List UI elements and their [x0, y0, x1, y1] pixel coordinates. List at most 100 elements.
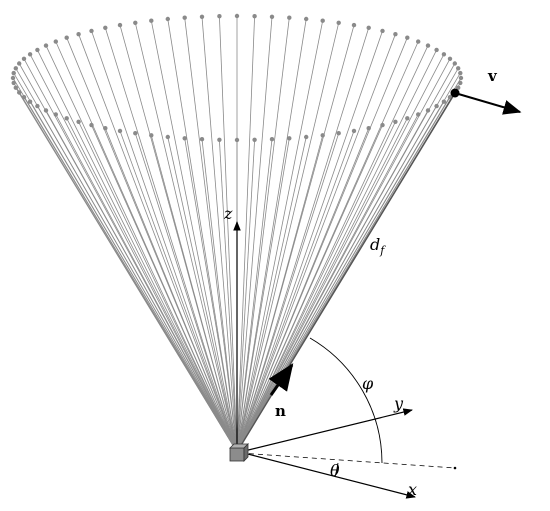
ray-line	[236, 54, 445, 453]
ray-line	[18, 63, 238, 453]
ray-endpoint-dot	[76, 32, 81, 37]
ray-line	[78, 121, 238, 453]
ray-line	[236, 17, 290, 453]
ray-endpoint-dot	[234, 13, 240, 19]
ray-endpoint-dot	[304, 16, 309, 22]
ray-line	[104, 27, 238, 453]
phi-arc	[309, 337, 383, 464]
ray-endpoint-dot	[351, 22, 357, 28]
ray-line	[236, 22, 340, 453]
ray-endpoint-dot	[64, 35, 69, 40]
ray-endpoint-dot	[217, 137, 222, 142]
ray-line	[78, 34, 238, 453]
ray-line	[201, 16, 238, 453]
ray-line	[55, 41, 238, 453]
ray-line	[236, 16, 255, 453]
ray-line	[134, 133, 238, 453]
ray-endpoint-dot	[351, 128, 357, 134]
ray-endpoint-dot	[393, 32, 398, 37]
x-axis-label: x	[408, 480, 417, 499]
df-label: df	[370, 235, 386, 257]
ray-endpoint-dot	[182, 136, 187, 141]
ray-endpoint-dot	[287, 136, 292, 141]
ray-endpoint-dot	[21, 56, 27, 61]
ray-endpoint-dot	[35, 47, 40, 53]
ray-endpoint-dot	[458, 70, 463, 76]
ray-line	[236, 37, 408, 453]
ray-endpoint-dot	[441, 52, 447, 57]
ray-line	[236, 139, 255, 453]
ray-line	[236, 49, 437, 453]
ray-endpoint-dot	[269, 14, 275, 19]
ray-line	[236, 34, 396, 453]
ray-line	[134, 22, 238, 453]
highlighted-ray-endpoint	[450, 88, 460, 98]
ray-endpoint-dot	[17, 61, 22, 66]
ray-line	[12, 77, 238, 453]
ray-endpoint-dot	[11, 80, 16, 86]
ray-line	[236, 58, 451, 453]
ray-endpoint-dot	[182, 15, 187, 20]
ray-endpoint-dot	[366, 25, 371, 30]
ray-endpoint-dot	[117, 22, 123, 28]
ray-line	[219, 139, 238, 453]
ray-endpoint-dot	[380, 28, 385, 34]
ray-endpoint-dot	[43, 43, 49, 48]
sensor-cube	[229, 443, 249, 462]
ray-line	[236, 27, 370, 453]
ray-endpoint-dot	[287, 15, 292, 20]
ray-endpoint-dot	[416, 39, 421, 44]
ray-endpoint-dot	[393, 119, 398, 125]
ray-line	[167, 136, 238, 453]
ray-endpoint-dot	[117, 128, 123, 134]
ray-endpoint-dot	[405, 116, 410, 121]
ray-line	[236, 24, 355, 453]
ray-line	[236, 20, 324, 453]
ray-line	[236, 133, 340, 453]
ray-line	[236, 16, 273, 453]
ray-line	[236, 130, 355, 453]
ray-endpoint-dot	[456, 66, 461, 71]
ray-line	[201, 139, 238, 453]
ray-endpoint-dot	[252, 137, 257, 142]
ray-endpoint-dot	[13, 66, 18, 71]
ray-line	[236, 30, 383, 453]
ray-line	[66, 37, 238, 453]
ray-endpoint-dot	[76, 119, 81, 125]
ray-endpoint-dot	[165, 134, 170, 140]
ray-endpoint-dot	[458, 80, 463, 86]
ray-endpoint-dot	[64, 116, 69, 121]
ray-endpoint-dot	[405, 35, 410, 40]
ray-line	[236, 45, 429, 453]
ray-line	[236, 118, 408, 453]
ray-endpoint-dot	[165, 16, 170, 22]
ray-endpoint-dot	[133, 20, 138, 25]
ray-endpoint-dot	[199, 14, 205, 19]
ray-line	[45, 45, 238, 453]
ray-line	[37, 49, 238, 453]
ray-endpoint-dot	[217, 14, 222, 19]
ray-endpoint-dot	[456, 85, 461, 90]
normal-vector	[268, 363, 294, 396]
ray-endpoint-dot	[425, 43, 431, 48]
ray-line	[13, 72, 238, 453]
ray-line	[236, 136, 307, 453]
ray-line	[236, 121, 396, 453]
ray-endpoint-dot	[11, 70, 16, 76]
theta-label: θ	[330, 461, 340, 480]
velocity-vector-label: v	[487, 67, 498, 85]
ray-endpoint-dot	[27, 52, 33, 57]
ray-endpoint-dot	[434, 47, 439, 53]
normal-vector-label: n	[275, 402, 286, 420]
y-axis	[239, 408, 413, 453]
ray-endpoint-dot	[252, 14, 257, 19]
ray-line	[167, 18, 238, 453]
ray-endpoint-dot	[458, 75, 464, 81]
ray-endpoint-dot	[336, 20, 341, 25]
ray-endpoint-dot	[53, 39, 58, 44]
z-axis-label: z	[223, 204, 233, 223]
ray-endpoint-dot	[149, 18, 154, 23]
ray-line	[236, 41, 419, 453]
